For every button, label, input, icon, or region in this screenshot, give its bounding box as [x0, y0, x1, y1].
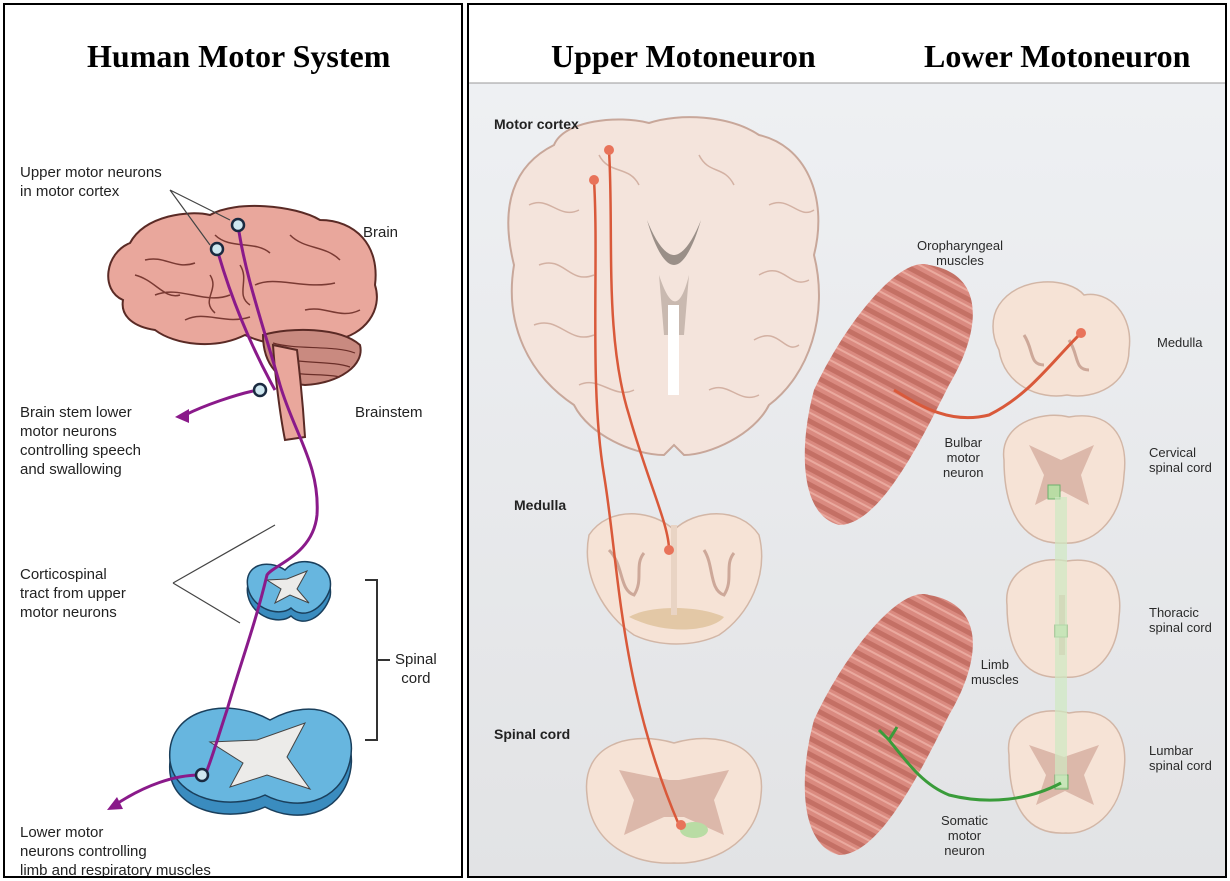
label-corticospinal-tract: Corticospinal tract from upper motor neu…	[20, 565, 126, 622]
label-medulla-left: Medulla	[514, 498, 566, 513]
right-panel: Upper Motoneuron Lower Motoneuron	[467, 3, 1227, 878]
left-panel: Human Motor System	[3, 3, 463, 878]
label-oropharyngeal-muscles: Oropharyngeal muscles	[917, 238, 1003, 268]
label-lower-motor-neurons: Lower motor neurons controlling limb and…	[20, 823, 211, 878]
label-upper-motor-neurons: Upper motor neurons in motor cortex	[20, 163, 162, 201]
lower-cord-section	[170, 708, 352, 815]
spinal-section-left	[586, 739, 761, 864]
label-somatic-motor-neuron: Somatic motor neuron	[941, 813, 988, 858]
label-brain: Brain	[363, 223, 398, 242]
label-bulbar-motor-neuron: Bulbar motor neuron	[943, 435, 983, 480]
label-spinal-cord: Spinal cord	[395, 650, 437, 688]
brainstem-neuron-dot	[254, 384, 266, 396]
label-thoracic-spinal-cord: Thoracic spinal cord	[1149, 605, 1212, 635]
label-motor-cortex: Motor cortex	[494, 117, 579, 132]
label-brainstem: Brainstem	[355, 403, 423, 422]
upper-cord-section	[247, 562, 330, 622]
motoneuron-illustration	[469, 5, 1225, 876]
label-spinal-cord-left: Spinal cord	[494, 727, 570, 742]
label-medulla-right: Medulla	[1157, 335, 1203, 350]
label-lumbar-spinal-cord: Lumbar spinal cord	[1149, 743, 1212, 773]
label-limb-muscles: Limb muscles	[971, 657, 1019, 687]
upper-neuron-dot-1	[232, 219, 244, 231]
label-brainstem-lower-motor-neurons: Brain stem lower motor neurons controlli…	[20, 403, 141, 479]
upper-neuron-dot-2	[211, 243, 223, 255]
label-cervical-spinal-cord: Cervical spinal cord	[1149, 445, 1212, 475]
lower-neuron-dot	[196, 769, 208, 781]
